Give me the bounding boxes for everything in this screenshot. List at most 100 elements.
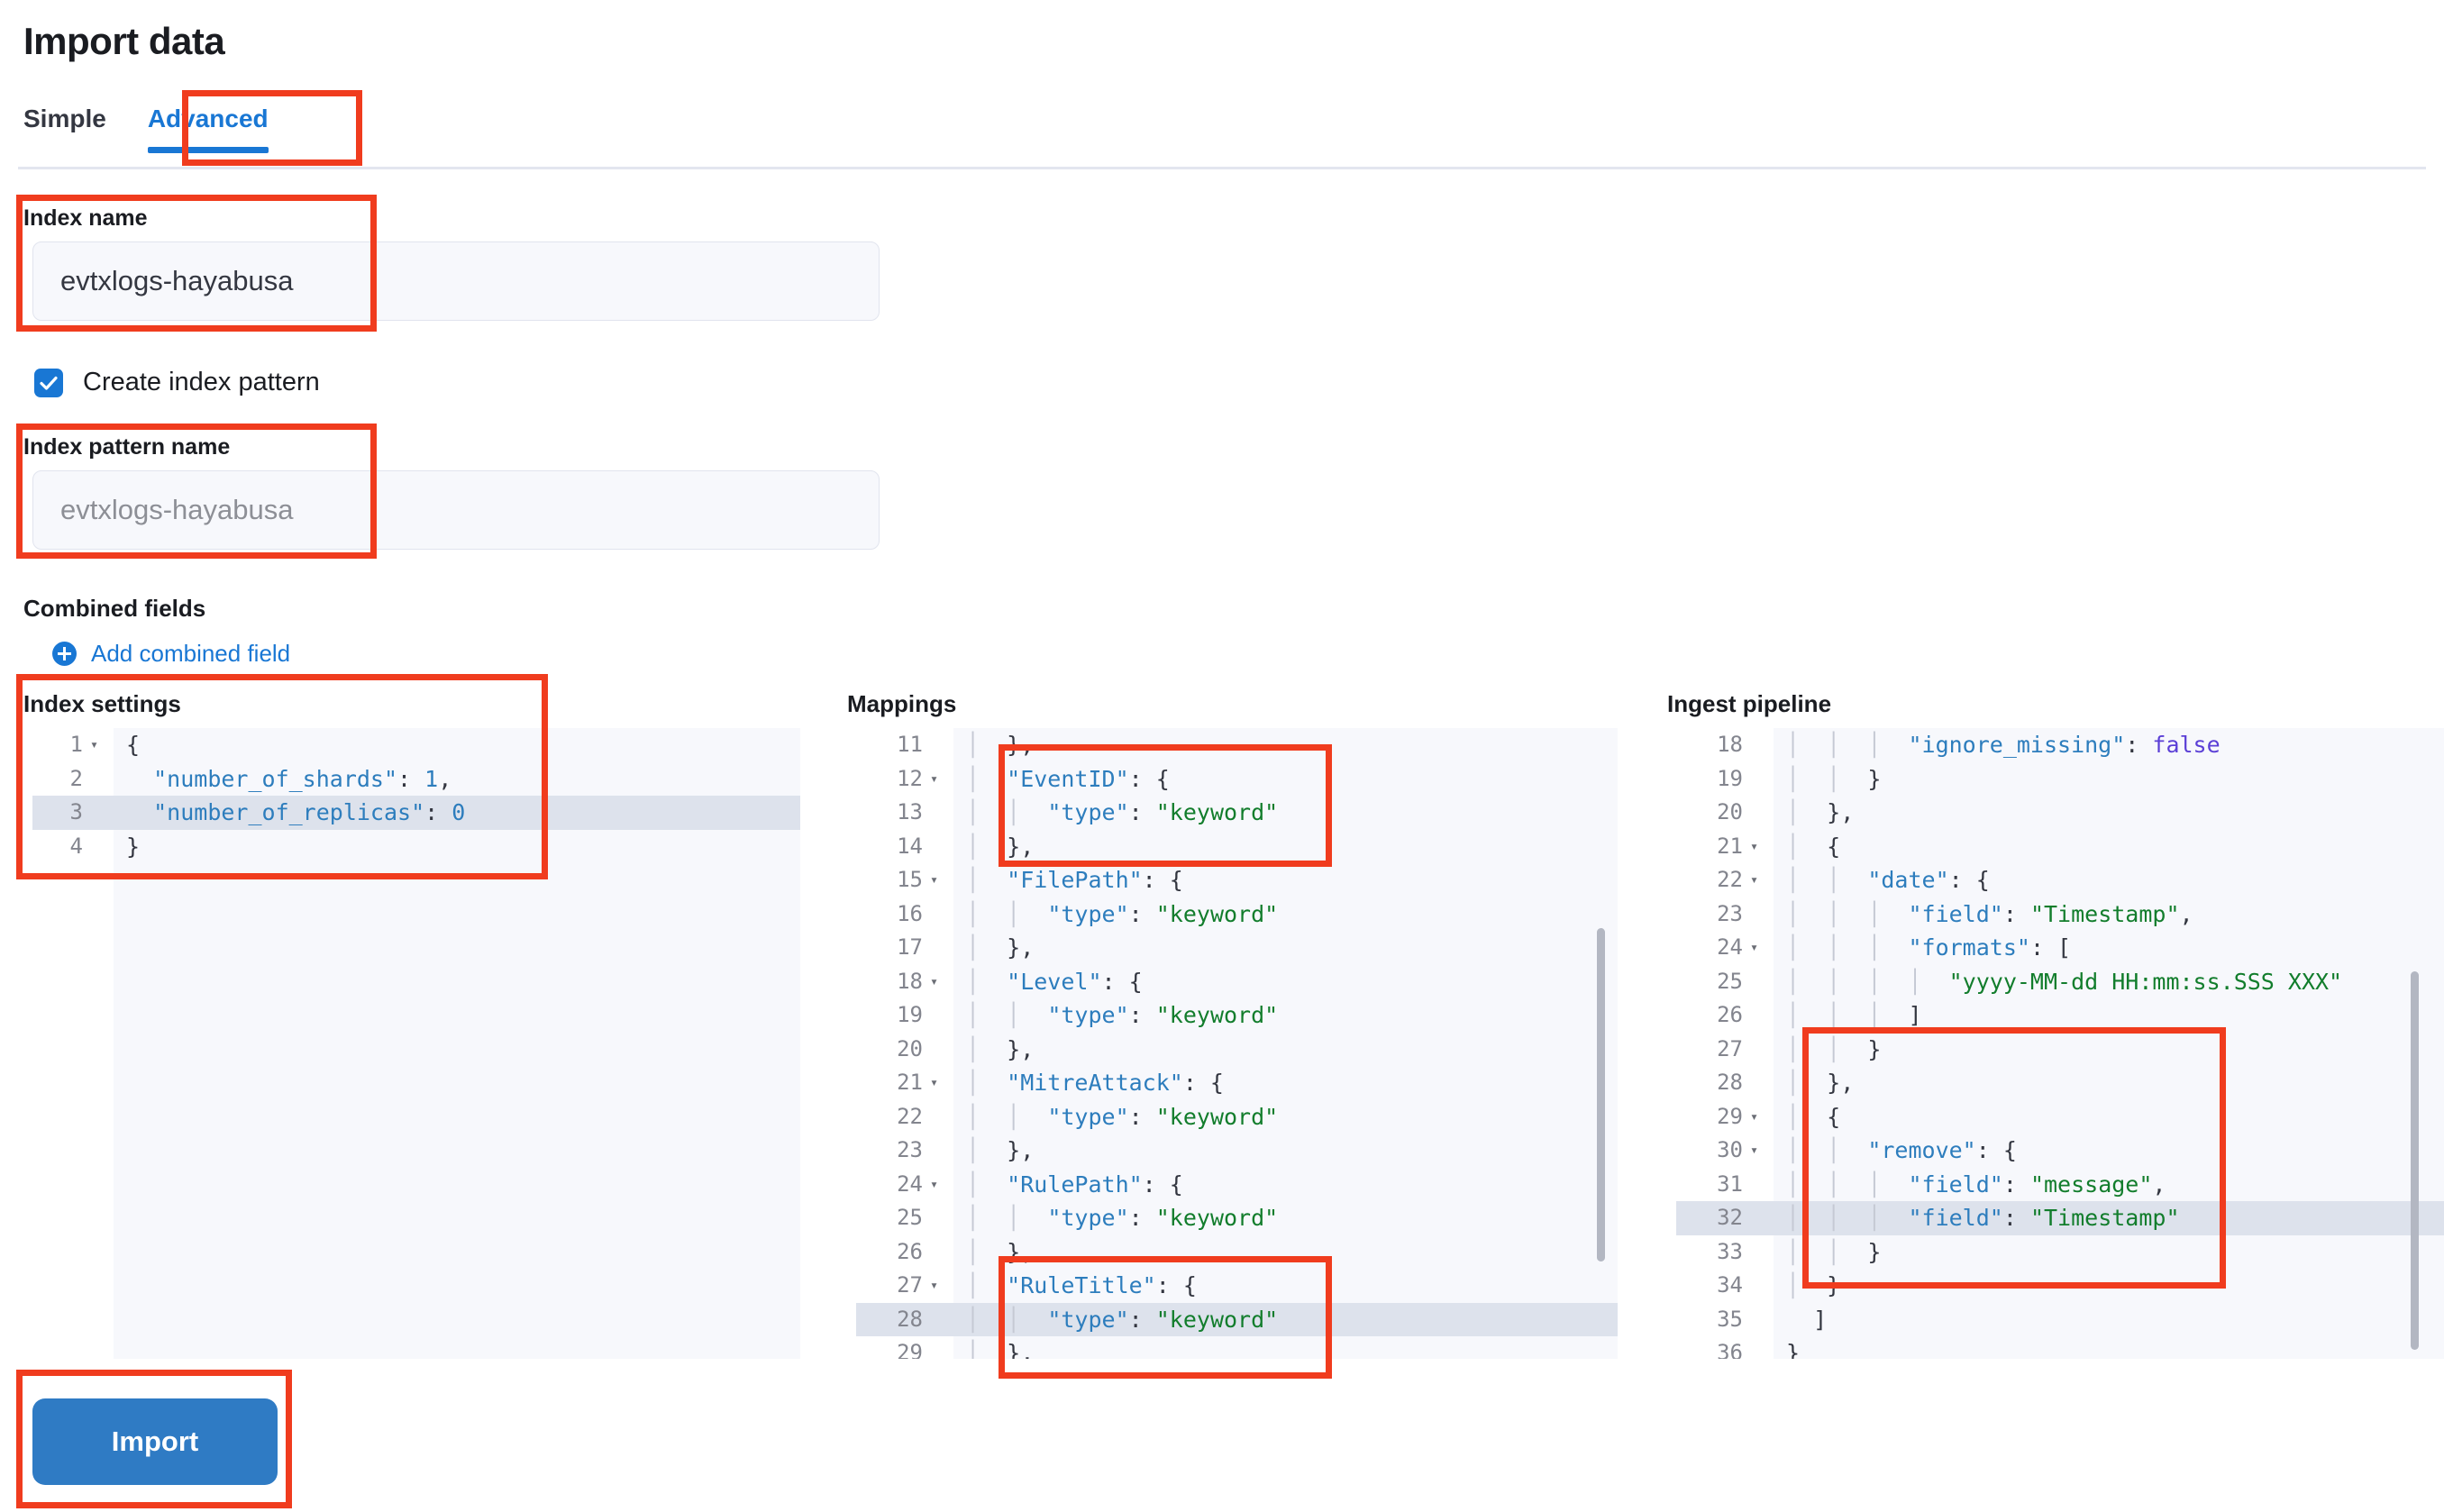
code-text: │ │ } [1786, 1035, 1882, 1062]
fold-arrow-icon[interactable]: ▾ [1750, 1134, 1774, 1168]
code-text: │ "MitreAttack": { [966, 1070, 1224, 1096]
code-text: } [1786, 1340, 1801, 1359]
code-line: 18▾│ "Level": { [856, 964, 1618, 998]
index-pattern-name-label: Index pattern name [23, 434, 231, 460]
code-text: │ │ } [1786, 765, 1882, 792]
index-pattern-name-input[interactable]: evtxlogs-hayabusa [32, 470, 880, 550]
code-text: │ │ "type": "keyword" [966, 1306, 1279, 1333]
fold-spacer [1750, 1302, 1774, 1336]
index-name-input[interactable]: evtxlogs-hayabusa [32, 241, 880, 321]
code-line: 22 │ │ "type": "keyword" [856, 1099, 1618, 1134]
ingest-pipeline-scrollbar[interactable] [2411, 971, 2419, 1350]
code-text: { [126, 732, 141, 758]
code-line: 18│ │ │ "ignore_missing": false [1676, 728, 2444, 762]
line-number: 26 [1676, 998, 1750, 1033]
code-text: │ │ } [1786, 1238, 1882, 1265]
fold-spacer [1750, 998, 1774, 1033]
code-line: 31 │ │ │ "field": "message", [1676, 1167, 2444, 1201]
line-number: 25 [856, 1201, 930, 1235]
plus-circle-icon [52, 642, 77, 666]
code-lines: 1▾{2 "number_of_shards": 1,3 "number_of_… [32, 728, 800, 863]
code-text: │ │ "remove": { [1786, 1137, 2017, 1163]
import-button[interactable]: Import [32, 1398, 278, 1485]
fold-arrow-icon[interactable]: ▾ [1750, 931, 1774, 965]
ingest-pipeline-title: Ingest pipeline [1667, 690, 1832, 717]
code-text: │ │ "date": { [1786, 867, 1990, 893]
fold-arrow-icon[interactable]: ▾ [930, 1066, 953, 1100]
fold-spacer [930, 1032, 953, 1066]
line-number: 27 [856, 1269, 930, 1303]
fold-spacer [930, 897, 953, 931]
fold-spacer [1750, 1066, 1774, 1100]
code-text: │ │ │ "ignore_missing": false [1786, 732, 2221, 758]
combined-fields-title: Combined fields [23, 595, 206, 622]
line-number: 22 [1676, 863, 1750, 897]
code-text: │ │ │ │ "yyyy-MM-dd HH:mm:ss.SSS XXX" [1786, 968, 2343, 995]
fold-spacer [1750, 1201, 1774, 1235]
line-number: 28 [1676, 1066, 1750, 1100]
index-settings-title: Index settings [23, 690, 181, 717]
line-number: 19 [1676, 761, 1750, 796]
fold-arrow-icon[interactable]: ▾ [1750, 863, 1774, 897]
line-number: 20 [1676, 796, 1750, 830]
code-text: } [126, 833, 141, 860]
line-number: 25 [1676, 964, 1750, 998]
fold-arrow-icon[interactable]: ▾ [930, 863, 953, 897]
code-line: 12▾│ "EventID": { [856, 761, 1618, 796]
check-icon[interactable] [34, 368, 63, 397]
code-line: 22▾ │ │ "date": { [1676, 863, 2444, 897]
line-number: 27 [1676, 1032, 1750, 1066]
mappings-editor[interactable]: 11│ },12▾│ "EventID": {13│ │ "type": "ke… [856, 728, 1618, 1359]
code-text: │ │ │ "field": "Timestamp", [1786, 900, 2193, 927]
line-number: 2 [32, 761, 90, 796]
code-line: 33 │ │ } [1676, 1234, 2444, 1269]
fold-arrow-icon[interactable]: ▾ [930, 1167, 953, 1201]
line-number: 18 [856, 964, 930, 998]
code-line: 2 "number_of_shards": 1, [32, 761, 800, 796]
line-number: 31 [1676, 1167, 1750, 1201]
line-number: 3 [32, 796, 90, 830]
fold-arrow-icon[interactable]: ▾ [930, 964, 953, 998]
line-number: 33 [1676, 1234, 1750, 1269]
code-text: │ }, [966, 732, 1035, 758]
fold-spacer [1750, 796, 1774, 830]
fold-spacer [1750, 964, 1774, 998]
code-text: │ "RulePath": { [966, 1170, 1183, 1198]
fold-arrow-icon[interactable]: ▾ [90, 728, 114, 762]
line-number: 12 [856, 761, 930, 796]
fold-arrow-icon[interactable]: ▾ [1750, 1099, 1774, 1134]
code-line: 26│ }, [856, 1234, 1618, 1269]
code-line: 26│ │ │ ] [1676, 998, 2444, 1033]
fold-arrow-icon[interactable]: ▾ [1750, 829, 1774, 863]
fold-spacer [90, 829, 114, 863]
code-line: 21▾│ "MitreAttack": { [856, 1066, 1618, 1100]
fold-spacer [90, 796, 114, 830]
code-text: │ │ "type": "keyword" [966, 1103, 1279, 1130]
line-number: 26 [856, 1234, 930, 1269]
code-text: │ }, [1786, 1070, 1855, 1096]
mappings-scrollbar[interactable] [1597, 928, 1605, 1262]
tab-advanced[interactable]: Advanced [147, 99, 278, 153]
code-line: 36} [1676, 1336, 2444, 1359]
index-settings-editor[interactable]: 1▾{2 "number_of_shards": 1,3 "number_of_… [32, 728, 800, 1359]
tab-bar: Simple Advanced [23, 99, 278, 153]
tab-simple[interactable]: Simple [23, 105, 106, 132]
code-text: │ │ "type": "keyword" [966, 1205, 1279, 1231]
fold-arrow-icon[interactable]: ▾ [930, 1269, 953, 1303]
code-line: 20│ }, [1676, 796, 2444, 830]
code-text: │ "FilePath": { [966, 867, 1183, 893]
code-line: 16│ │ "type": "keyword" [856, 897, 1618, 931]
line-number: 17 [856, 931, 930, 965]
create-index-pattern-row[interactable]: Create index pattern [34, 368, 320, 397]
fold-spacer [1750, 1234, 1774, 1269]
fold-arrow-icon[interactable]: ▾ [930, 761, 953, 796]
code-text: │ }, [966, 1035, 1035, 1062]
code-line: 29▾│ { [1676, 1099, 2444, 1134]
add-combined-field-button[interactable]: Add combined field [52, 640, 290, 668]
fold-spacer [930, 1336, 953, 1359]
code-text: │ │ │ "field": "message", [1786, 1170, 2166, 1198]
line-number: 21 [1676, 829, 1750, 863]
line-number: 22 [856, 1099, 930, 1134]
